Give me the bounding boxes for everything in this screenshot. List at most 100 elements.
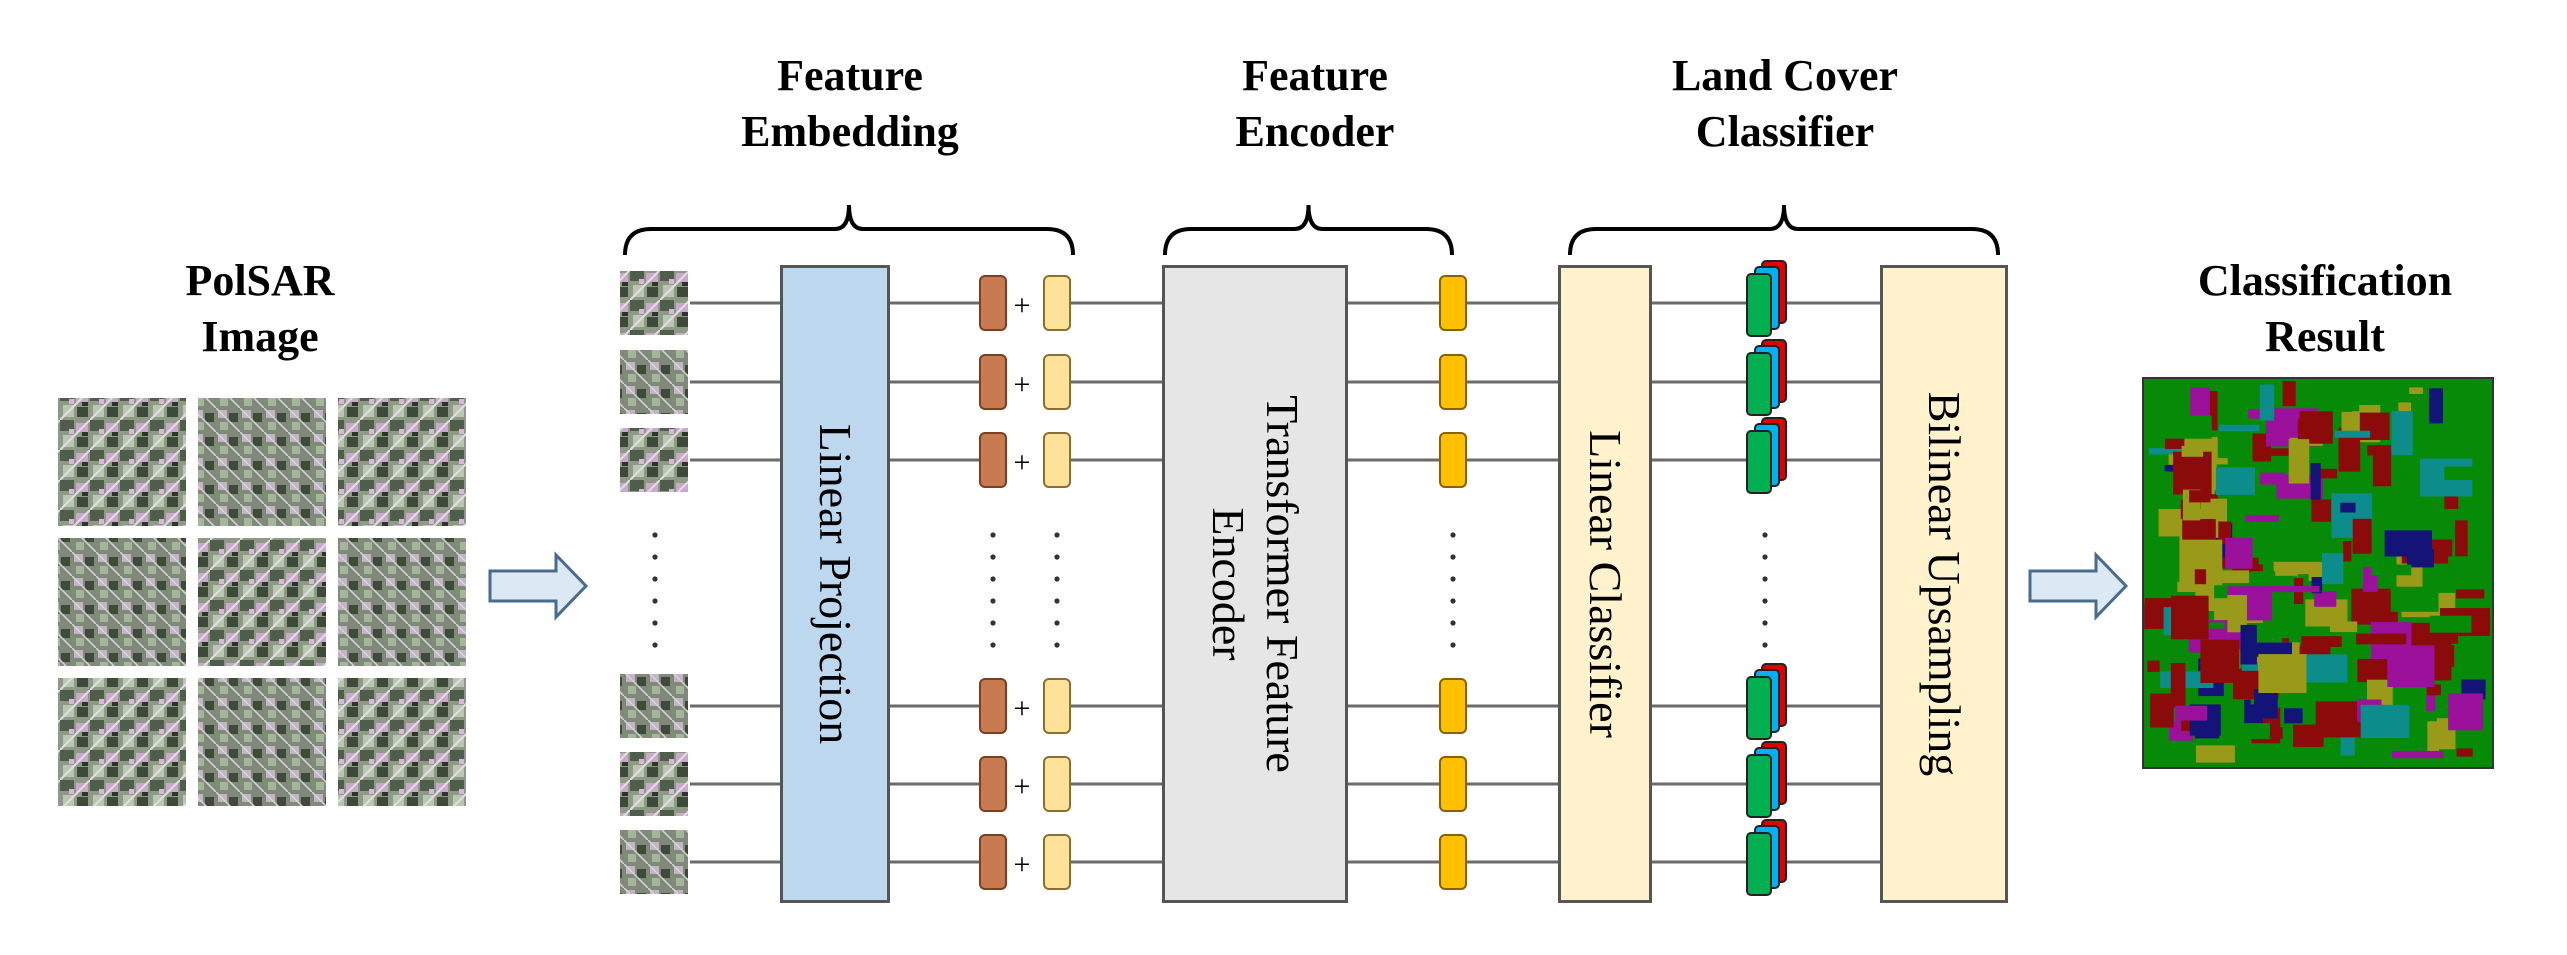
- result-region-150: [2356, 633, 2407, 645]
- result-region-100: [2244, 723, 2270, 740]
- result-region-131: [2429, 615, 2472, 633]
- result-region-147: [2190, 387, 2210, 419]
- embedding-token-0: [979, 275, 1007, 331]
- result-region-129: [2198, 570, 2250, 584]
- result-region-159: [2163, 415, 2212, 439]
- result-region-91: [2147, 660, 2160, 672]
- transformer-feature-encoder-text: Transformer Feature Encoder: [1201, 395, 1309, 773]
- position-ellipsis-3: [1054, 598, 1060, 604]
- embedding-ellipsis-0: [990, 532, 996, 538]
- result-region-63: [2314, 591, 2337, 607]
- result-region-4: [2456, 748, 2473, 757]
- transformer-text-line2: Encoder: [1203, 507, 1254, 661]
- polsar-patch-0-2: [338, 398, 466, 526]
- result-region-133: [2253, 689, 2278, 719]
- embedding-ellipsis-5: [990, 642, 996, 648]
- encoded-token-3: [1439, 678, 1467, 734]
- result-region-165: [2148, 536, 2180, 582]
- land-cover-classifier-label: Land Cover Classifier: [1580, 48, 1990, 160]
- result-region-11: [2282, 638, 2295, 647]
- result-map-border: [2142, 377, 2494, 769]
- result-region-104: [2351, 588, 2398, 625]
- result-region-148: [2288, 439, 2310, 484]
- result-region-102: [2249, 642, 2292, 657]
- result-region-92: [2148, 448, 2187, 455]
- result-region-127: [2170, 663, 2186, 708]
- class-ellipsis-0: [1762, 532, 1768, 538]
- class-score-green-2: [1746, 430, 1772, 494]
- polsar-patch-2-0: [58, 678, 186, 806]
- position-token-4: [1043, 756, 1071, 812]
- result-region-158: [2371, 564, 2412, 576]
- result-region-145: [2310, 463, 2321, 500]
- image-patch-4: [620, 752, 688, 816]
- plus-sign-1: +: [1014, 368, 1031, 401]
- result-region-163: [2390, 586, 2439, 612]
- result-region-90: [2352, 518, 2372, 554]
- result-region-45: [2311, 499, 2331, 522]
- encoded-ellipsis-0: [1450, 532, 1456, 538]
- result-region-167: [2444, 466, 2482, 480]
- result-region-140: [2293, 724, 2324, 747]
- feature-encoder-label-line1: Feature: [1242, 51, 1388, 100]
- class-ellipsis-1: [1762, 554, 1768, 560]
- result-region-36: [2456, 589, 2485, 599]
- classifier-brace: [1568, 204, 2000, 256]
- result-region-153: [2251, 571, 2276, 585]
- result-region-137: [2240, 624, 2257, 665]
- transformer-text-line1: Transformer Feature: [1257, 395, 1308, 773]
- polsar-image-label: PolSAR Image: [100, 253, 420, 365]
- feature-embedding-label: Feature Embedding: [660, 48, 1040, 160]
- embedding-token-5: [979, 834, 1007, 890]
- result-region-108: [2367, 445, 2391, 456]
- result-region-124: [2181, 445, 2204, 457]
- polsar-patch-1-1: [198, 538, 326, 666]
- result-region-142: [2409, 387, 2423, 394]
- result-region-66: [2289, 627, 2302, 646]
- patch-ellipsis-3: [652, 598, 658, 604]
- embedding-brace: [623, 204, 1075, 256]
- encoded-token-4: [1439, 756, 1467, 812]
- result-region-164: [2387, 645, 2435, 687]
- position-ellipsis-2: [1054, 576, 1060, 582]
- image-patch-5: [620, 830, 688, 894]
- position-token-3: [1043, 678, 1071, 734]
- feature-encoder-label: Feature Encoder: [1150, 48, 1480, 160]
- feature-encoder-label-line2: Encoder: [1235, 107, 1395, 156]
- result-region-30: [2206, 493, 2218, 503]
- encoded-token-0: [1439, 275, 1467, 331]
- result-region-162: [2259, 384, 2275, 421]
- polsar-patch-2-1: [198, 678, 326, 806]
- position-token-2: [1043, 432, 1071, 488]
- result-region-27: [2282, 381, 2296, 407]
- result-region-134: [2189, 490, 2211, 503]
- encoded-ellipsis-1: [1450, 554, 1456, 560]
- feature-embedding-label-line2: Embedding: [741, 107, 959, 156]
- result-region-77: [2227, 595, 2247, 633]
- position-ellipsis-0: [1054, 532, 1060, 538]
- result-region-109: [2340, 502, 2356, 513]
- result-region-138: [2455, 520, 2468, 558]
- polsar-patch-1-2: [338, 538, 466, 666]
- result-region-151: [2360, 704, 2410, 738]
- plus-sign-2: +: [1014, 446, 1031, 479]
- position-token-1: [1043, 354, 1071, 410]
- result-region-119: [2426, 684, 2441, 696]
- patch-ellipsis-0: [652, 532, 658, 538]
- class-ellipsis-2: [1762, 576, 1768, 582]
- encoded-token-5: [1439, 834, 1467, 890]
- result-region-110: [2427, 721, 2439, 752]
- plus-sign-5: +: [1014, 848, 1031, 881]
- embedding-token-3: [979, 678, 1007, 734]
- embedding-ellipsis-1: [990, 554, 996, 560]
- result-region-152: [2175, 705, 2208, 721]
- position-ellipsis-4: [1054, 620, 1060, 626]
- result-region-157: [2334, 430, 2371, 438]
- result-region-168: [2194, 569, 2207, 585]
- result-region-161: [2284, 708, 2303, 724]
- polsar-patch-0-0: [58, 398, 186, 526]
- linear-classifier-block: Linear Classifier: [1558, 265, 1652, 903]
- result-region-71: [2218, 424, 2260, 432]
- class-ellipsis-3: [1762, 598, 1768, 604]
- class-score-green-5: [1746, 832, 1772, 896]
